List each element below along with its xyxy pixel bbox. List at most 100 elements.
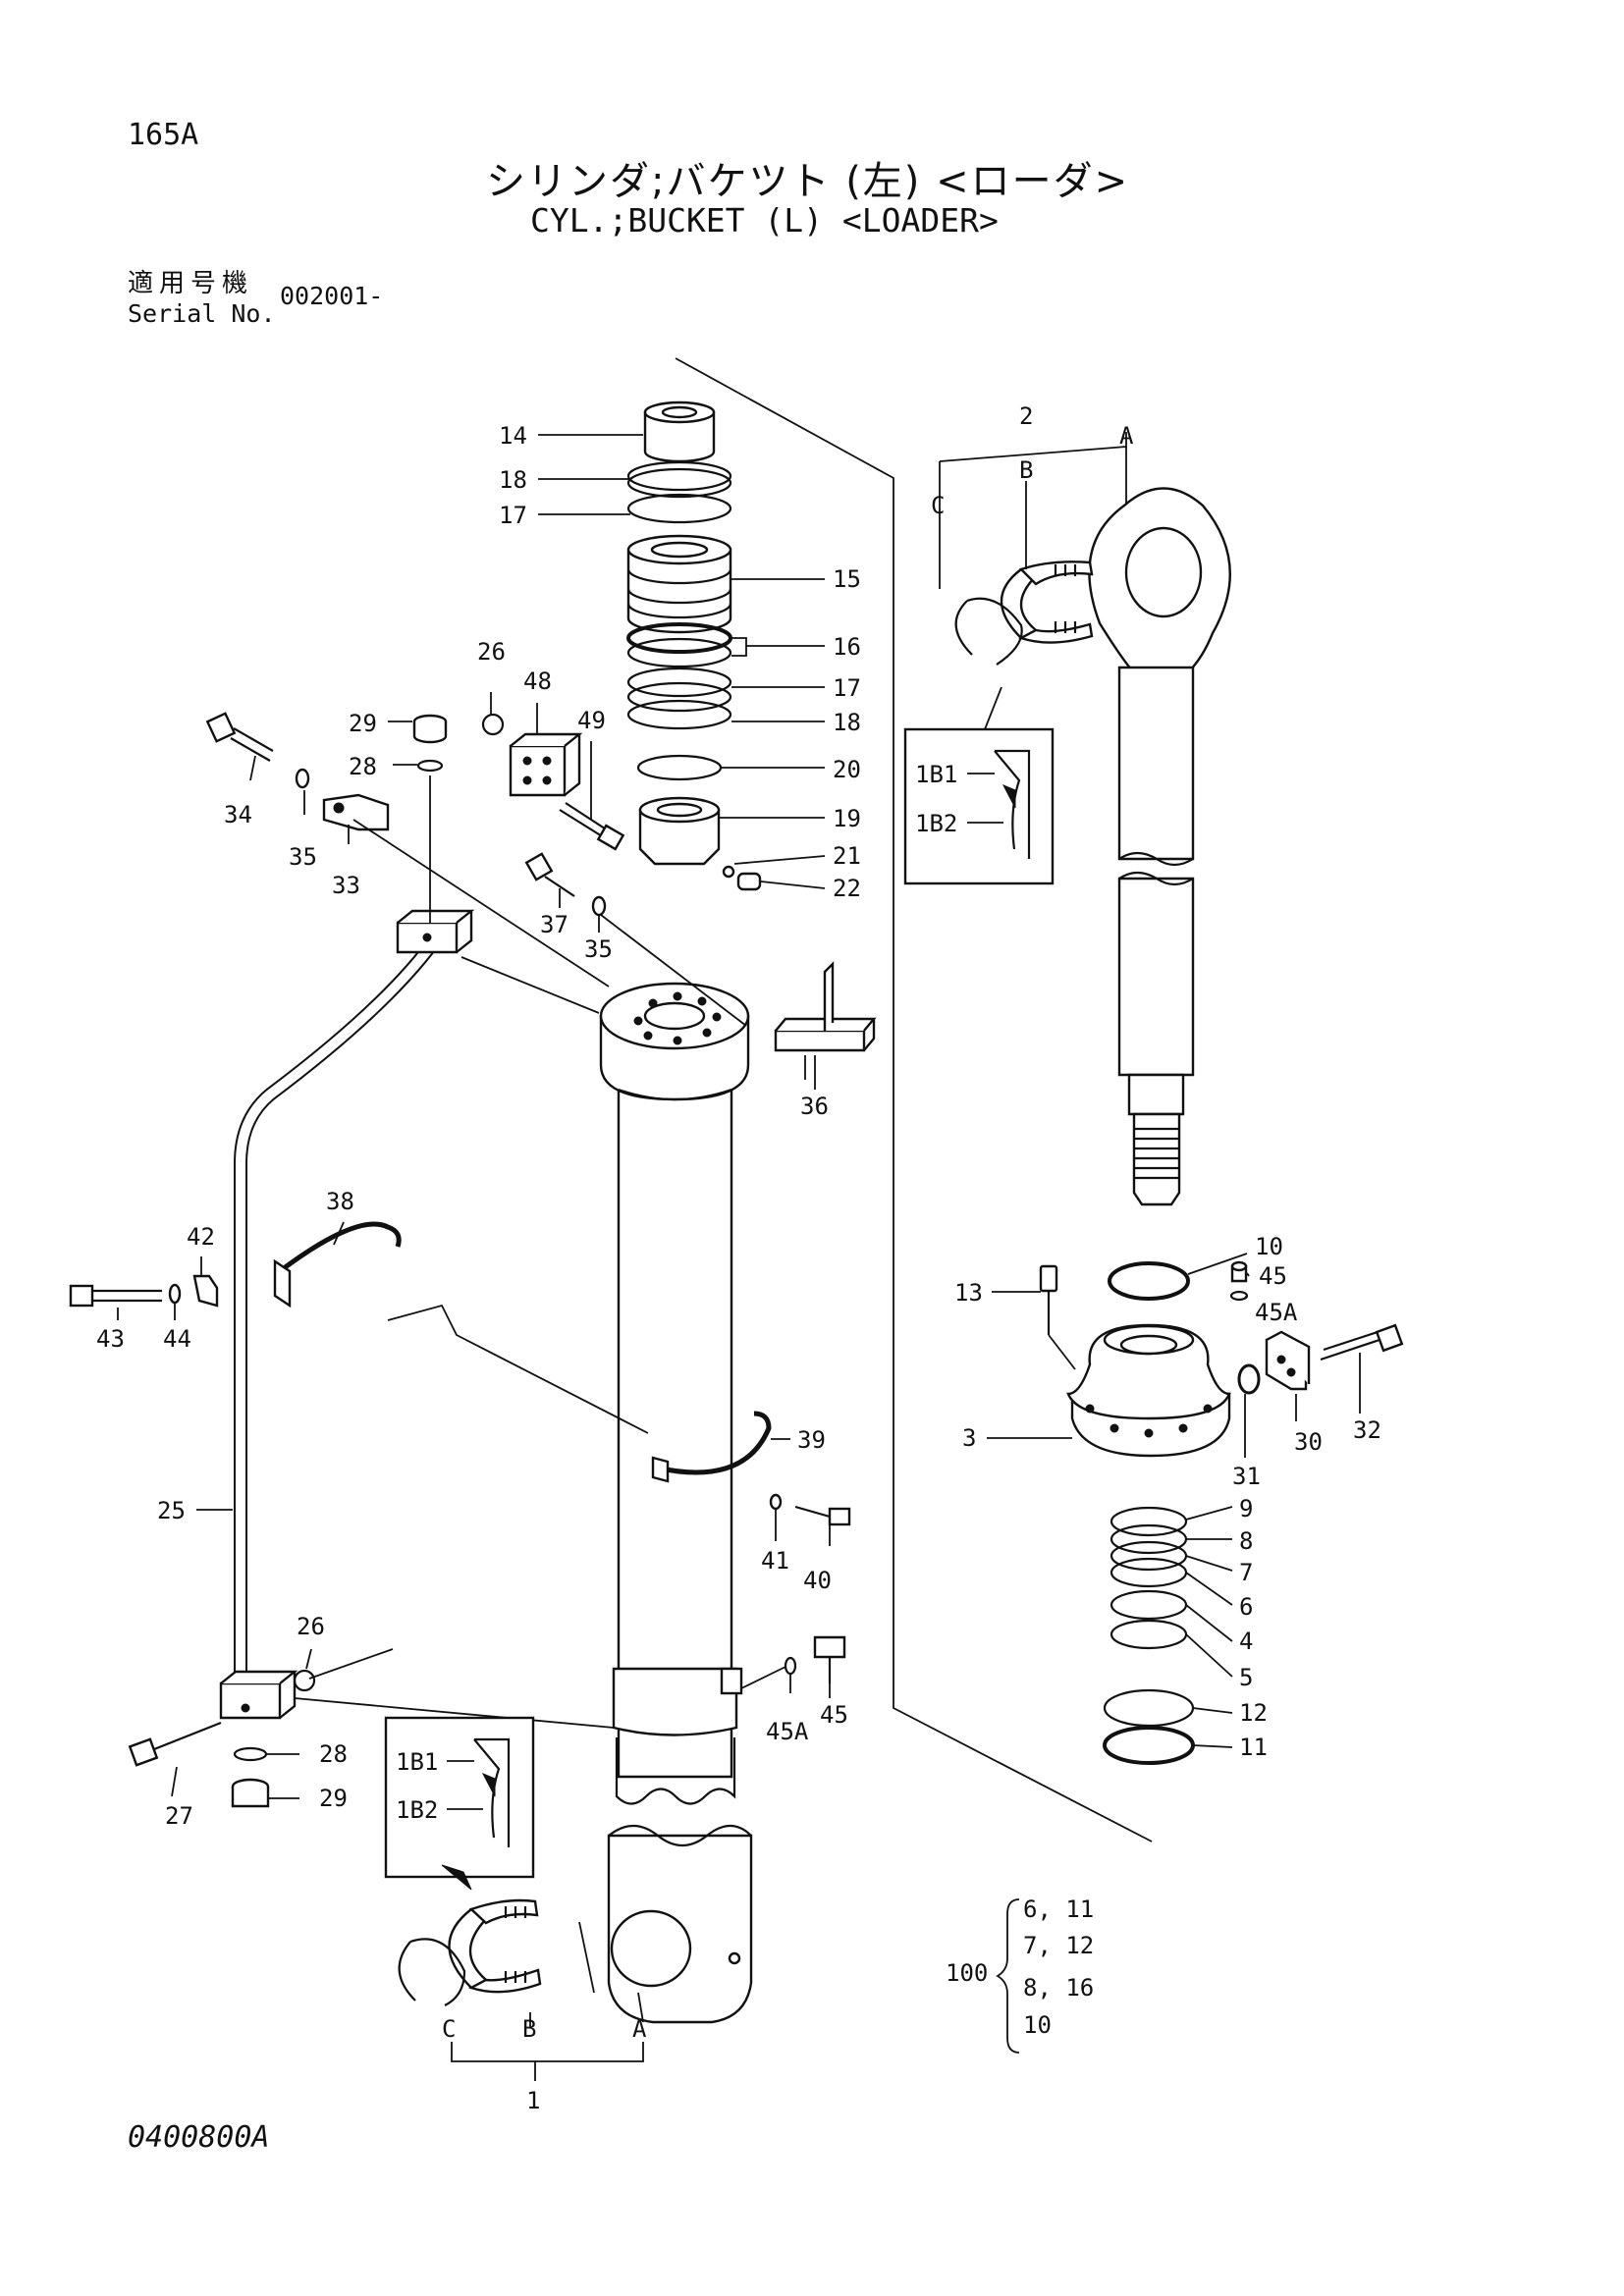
- part-15-piston: [626, 534, 732, 634]
- callout-A: A: [1119, 422, 1134, 450]
- piston-rod: [1117, 666, 1195, 1206]
- callout-32: 32: [1353, 1416, 1381, 1444]
- bushing-B-upper: [1000, 561, 1094, 644]
- part-28-oring-top: [416, 759, 444, 773]
- leader-lines: [117, 432, 1361, 1799]
- rod-eye-A: [1088, 487, 1231, 674]
- kit-row-3: 8, 16: [1023, 1974, 1094, 2002]
- callout-22: 22: [833, 875, 861, 902]
- part-26-oring-top: [481, 713, 505, 736]
- part-19-gland-nut: [638, 796, 721, 866]
- part-13-bolt: [1039, 1264, 1058, 1335]
- part-42-spacer: [192, 1274, 219, 1308]
- callout-35: 35: [584, 935, 613, 963]
- part-48-block: [509, 732, 583, 797]
- callout-26: 26: [297, 1613, 325, 1640]
- callout-20: 20: [833, 756, 861, 783]
- callout-11: 11: [1239, 1734, 1268, 1761]
- part-45-fitting-tube: [813, 1635, 846, 1683]
- page-title-japanese: シリンダ;バケツト (左) <ローダ>: [486, 159, 1130, 204]
- part-26-oring-bottom: [293, 1669, 316, 1692]
- part-3-rod-head: [1066, 1323, 1231, 1458]
- callout-B: B: [522, 2015, 536, 2043]
- callout-16: 16: [833, 633, 861, 661]
- callout-10: 10: [1255, 1233, 1283, 1260]
- detail-label-1B2: 1B2: [396, 1796, 438, 1824]
- callout-45A: 45A: [1255, 1299, 1298, 1326]
- rod-group-bracket: [939, 446, 1127, 462]
- cylinder-tube: [599, 982, 750, 1805]
- part-16-17-18-rings-lower: [626, 622, 732, 730]
- page-title-english: CYL.;BUCKET (L) <LOADER>: [530, 201, 999, 240]
- part-14-piston-nut: [643, 400, 716, 463]
- drawing-number: 0400800A: [128, 2120, 270, 2155]
- part-28-oring-bottom: [233, 1746, 268, 1762]
- bushing-B-lower: [448, 1898, 542, 1994]
- callout-42: 42: [187, 1223, 215, 1251]
- detail-label-1B1: 1B1: [396, 1748, 438, 1776]
- part-41-washer: [769, 1493, 783, 1511]
- part-45a-oring-tube: [784, 1656, 797, 1676]
- callout-17: 17: [499, 502, 527, 529]
- pipe-flange-lower: [219, 1670, 298, 1720]
- serial-label-english: Serial No.: [128, 299, 276, 328]
- callout-19: 19: [833, 805, 861, 832]
- part-21-ball: [722, 865, 735, 879]
- callout-30: 30: [1294, 1428, 1323, 1456]
- part-40-bolt: [794, 1505, 851, 1526]
- callout-39: 39: [797, 1426, 826, 1454]
- callout-40: 40: [803, 1567, 832, 1594]
- part-10-seal: [1108, 1261, 1190, 1301]
- part-33-block: [322, 793, 390, 831]
- callout-A: A: [632, 2015, 647, 2043]
- rod-seal-stack: [1103, 1506, 1195, 1765]
- head-group-boundary: [675, 357, 1153, 1842]
- part-43-bolt: [69, 1284, 162, 1308]
- part-38-clamp: [273, 1221, 402, 1308]
- kit-label: 100: [946, 1959, 988, 1987]
- snap-ring-C-upper: [954, 597, 1023, 666]
- callout-45A: 45A: [766, 1718, 809, 1745]
- part-35-washer: [295, 768, 310, 789]
- kit-row-2: 7, 12: [1023, 1932, 1094, 1959]
- part-34-bolt: [205, 712, 274, 762]
- callout-41: 41: [761, 1547, 789, 1575]
- part-49-bolt: [559, 802, 625, 851]
- callout-25: 25: [157, 1497, 186, 1524]
- callout-12: 12: [1239, 1699, 1268, 1727]
- callout-28: 28: [319, 1740, 348, 1768]
- part-27-bolt: [128, 1721, 222, 1767]
- callout-31: 31: [1232, 1463, 1261, 1490]
- callout-45: 45: [820, 1701, 848, 1729]
- pipe-flange-upper: [396, 909, 475, 954]
- callout-37: 37: [540, 911, 568, 938]
- callout-1: 1: [526, 2087, 540, 2114]
- callout-C: C: [931, 492, 945, 519]
- callout-21: 21: [833, 842, 861, 870]
- callout-29: 29: [349, 710, 377, 737]
- callout-15: 15: [833, 565, 861, 593]
- part-31-oring: [1237, 1363, 1261, 1395]
- callout-34: 34: [224, 801, 252, 828]
- detail-box-upper: [903, 727, 1055, 885]
- snap-ring-C-lower: [398, 1938, 466, 2006]
- part-45-fitting-right: [1230, 1260, 1248, 1283]
- callout-33: 33: [332, 872, 360, 899]
- part-36-guard-bar: [774, 961, 877, 1052]
- serial-label-japanese: 適用号機: [128, 269, 254, 298]
- part-22-set-screw: [736, 872, 762, 891]
- callout-29: 29: [319, 1785, 348, 1812]
- callout-44: 44: [163, 1325, 191, 1353]
- callout-36: 36: [800, 1093, 829, 1120]
- callout-49: 49: [577, 707, 606, 734]
- kit-row-4: 10: [1023, 2011, 1052, 2039]
- callout-14: 14: [499, 422, 527, 450]
- part-35-washer-b: [591, 895, 607, 917]
- callout-27: 27: [165, 1802, 193, 1830]
- part-39-clamp: [651, 1411, 772, 1483]
- part-20-washer: [636, 754, 723, 781]
- callout-3: 3: [962, 1424, 976, 1452]
- callout-5: 5: [1239, 1664, 1253, 1691]
- callout-2: 2: [1019, 402, 1033, 430]
